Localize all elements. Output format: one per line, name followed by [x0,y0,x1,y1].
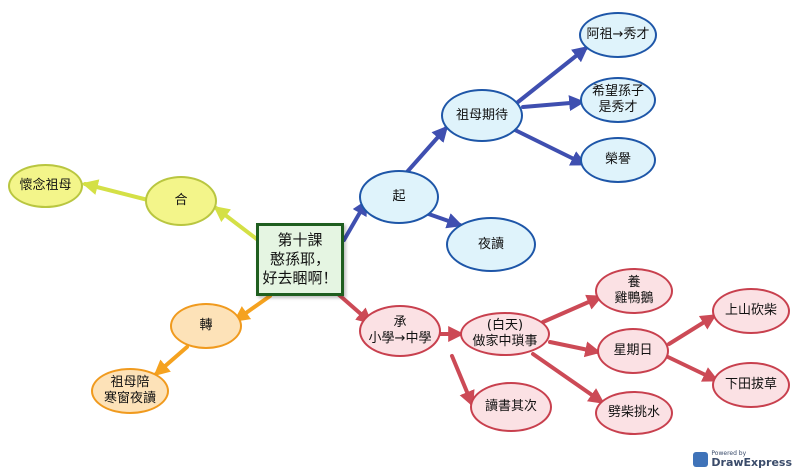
edge-sunday-to-field [666,355,719,382]
node-honor[interactable]: 榮譽 [580,137,656,183]
edge-expectation-to-ancestor [516,46,589,104]
badge-brand-text: DrawExpress [711,456,792,469]
central-topic-node[interactable]: 第十課 憨孫耶， 好去睏啊！ [256,223,344,296]
drawexpress-logo-icon [693,452,709,467]
node-field-weeding[interactable]: 下田拔草 [712,362,790,408]
node-miss-grandma[interactable]: 懷念祖母 [8,164,83,208]
node-chop-wood-carry-water[interactable]: 劈柴挑水 [595,391,673,435]
edge-daytime-to-study [450,354,475,407]
node-sunday[interactable]: 星期日 [597,328,669,374]
edge-daytime-to-sunday [548,340,602,358]
edge-daytime-to-poultry [541,294,603,324]
node-grandma-accompany-reading[interactable]: 祖母陪 寒窗夜讀 [91,368,169,414]
node-night-reading[interactable]: 夜讀 [446,217,536,272]
node-study-secondary[interactable]: 讀書其次 [470,382,552,432]
node-grandma-expectation[interactable]: 祖母期待 [441,89,523,142]
powered-by-badge: Powered by DrawExpress [693,451,792,468]
node-mountain-firewood[interactable]: 上山砍柴 [712,288,790,334]
edge-qi-to-expectation [405,125,449,174]
node-qi[interactable]: 起 [359,170,439,224]
edge-expectation-to-honor [513,128,587,166]
node-cheng[interactable]: 承 小學→中學 [359,305,441,357]
edge-he-to-miss-grandma [81,179,150,202]
edge-expectation-to-hope [521,95,586,112]
node-he[interactable]: 合 [145,176,217,226]
edge-center-to-zhuan [233,294,272,322]
edge-sunday-to-mountain [667,314,717,346]
node-raise-poultry[interactable]: 養 雞鴨鵝 [595,268,673,314]
node-daytime-chores[interactable]: (白天) 做家中瑣事 [460,312,550,356]
edge-daytime-to-chores [531,352,605,404]
edge-zhuan-to-accompany [153,345,189,377]
node-hope-grandson-xiucai[interactable]: 希望孫子 是秀才 [580,77,656,123]
badge-text: Powered by DrawExpress [711,450,792,469]
edge-center-to-he [213,206,260,242]
badge-powered-text: Powered by [711,450,747,457]
node-ancestor-xiucai[interactable]: 阿祖→秀才 [579,12,657,58]
node-zhuan[interactable]: 轉 [170,303,242,349]
